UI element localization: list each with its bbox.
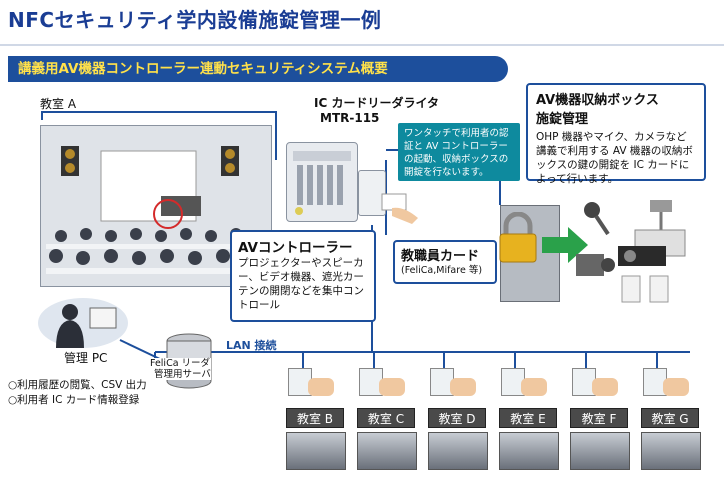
server-label-line1: FeliCa リーダ [150, 358, 211, 369]
av-box-body: OHP 機器やマイク、カメラなど講義で利用する AV 機器の収納ボックスの鍵の開… [536, 131, 693, 185]
av-controller-body: プロジェクターやスピーカー、ビデオ機器、遮光カーテンの開閉などを集中コントロール [238, 257, 364, 311]
room-hand-card-icon [521, 378, 547, 396]
av-box-title2: 施錠管理 [536, 112, 589, 127]
staff-card-title: 教職員カード [401, 249, 480, 264]
management-pc-illustration [38, 298, 128, 348]
room-badge: 教室 G [641, 408, 699, 428]
room-badge: 教室 D [428, 408, 486, 428]
staff-card-callout: 教職員カード (FeliCa,Mifare 等) [393, 240, 497, 284]
room-hand-card-icon [663, 378, 689, 396]
server-label-line2: 管理用サーバ [154, 369, 211, 380]
av-box-callout: AV機器収納ボックス 施錠管理 OHP 機器やマイク、カメラなど講義で利用する … [526, 83, 706, 185]
pc-features: ○利用履歴の閲覧、CSV 出力 ○利用者 IC カード情報登録 [8, 378, 147, 408]
pc-feature-1: ○利用履歴の閲覧、CSV 出力 [8, 379, 147, 391]
classroom-illustration [41, 126, 271, 286]
ic-reader-line2: MTR-115 [320, 111, 380, 125]
lan-label: LAN 接続 [226, 339, 277, 352]
classroom-a-scene [40, 125, 272, 287]
room-badge: 教室 B [286, 408, 344, 428]
staff-card-sub: (FeliCa,Mifare 等) [401, 265, 483, 276]
subtitle-banner: 講義用AV機器コントローラー連動セキュリティシステム概要 [8, 56, 508, 82]
room-badge: 教室 F [570, 408, 628, 428]
rooms-row: 教室 B 教室 C 教室 D 教室 E 教室 F 教室 G [282, 368, 722, 478]
room-badge: 教室 C [357, 408, 415, 428]
pc-feature-2: ○利用者 IC カード情報登録 [8, 394, 140, 406]
classroom-a-label: 教室 A [40, 97, 77, 111]
room-hand-card-icon [592, 378, 618, 396]
room-thumbnail [641, 432, 701, 470]
room-thumbnail [499, 432, 559, 470]
projector-icon [618, 240, 668, 274]
hand-card-icon [378, 190, 422, 230]
room-badge: 教室 E [499, 408, 557, 428]
card-reader-device [358, 170, 386, 216]
video-camera-icon [576, 248, 616, 286]
server-label: FeliCa リーダ 管理用サーバ [150, 358, 211, 380]
ic-reader-label: IC カードリーダライタ MTR-115 [314, 94, 454, 125]
page-title: NFCセキュリティ学内設備施錠管理一例 [8, 8, 382, 32]
title-divider [0, 44, 724, 46]
av-box-title1: AV機器収納ボックス [536, 93, 659, 108]
room-hand-card-icon [450, 378, 476, 396]
av-controller-title: AVコントローラー [238, 240, 353, 256]
av-controller-device [286, 142, 358, 222]
room-hand-card-icon [379, 378, 405, 396]
room-thumbnail [428, 432, 488, 470]
lock-icon [496, 211, 540, 268]
microphone-icon [582, 200, 612, 240]
room-thumbnail [357, 432, 417, 470]
ic-reader-line1: IC カードリーダライタ [314, 96, 439, 110]
pc-label: 管理 PC [64, 351, 108, 365]
room-hand-card-icon [308, 378, 334, 396]
speakers-icon [620, 274, 680, 308]
room-thumbnail [570, 432, 630, 470]
av-controller-callout: AVコントローラー プロジェクターやスピーカー、ビデオ機器、遮光カーテンの開閉な… [230, 230, 376, 322]
reader-note: ワンタッチで利用者の認証と AV コントローラーの起動、収納ボックスの開錠を行な… [398, 123, 520, 181]
room-thumbnail [286, 432, 346, 470]
